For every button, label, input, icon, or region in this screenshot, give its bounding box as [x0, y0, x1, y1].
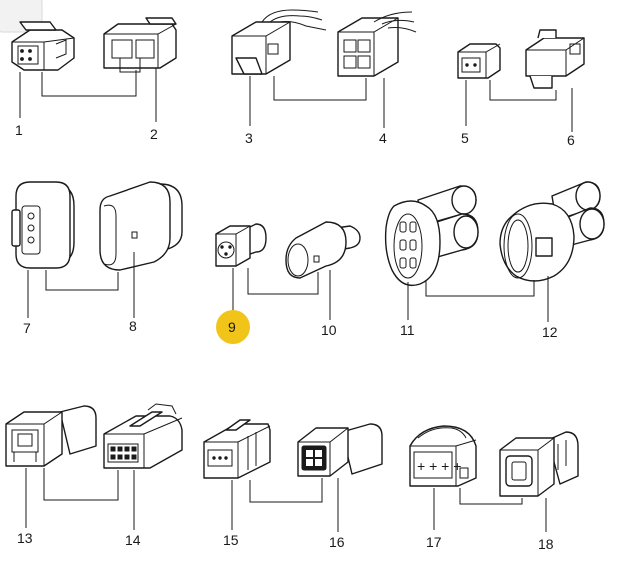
label-13: 13: [17, 530, 33, 546]
label-8: 8: [129, 318, 137, 334]
label-18: 18: [538, 536, 554, 552]
connector-part-4[interactable]: [337, 11, 417, 77]
connector-part-11[interactable]: [384, 185, 479, 287]
connector-part-3[interactable]: [231, 9, 327, 75]
label-6: 6: [567, 132, 575, 148]
highlight-circle: [216, 310, 250, 344]
connector-part-5[interactable]: [457, 43, 501, 79]
label-10: 10: [321, 322, 337, 338]
label-7: 7: [23, 320, 31, 336]
connector-part-12[interactable]: [499, 181, 605, 282]
connector-part-2[interactable]: [103, 17, 177, 73]
label-2: 2: [150, 126, 158, 142]
label-3: 3: [245, 130, 253, 146]
label-1: 1: [15, 122, 23, 138]
connector-part-6[interactable]: [525, 29, 585, 89]
label-14: 14: [125, 532, 141, 548]
label-15: 15: [223, 532, 239, 548]
connector-part-13[interactable]: [5, 405, 97, 467]
connector-part-1[interactable]: [11, 21, 75, 71]
connector-part-9[interactable]: [215, 223, 267, 267]
label-12: 12: [542, 324, 558, 340]
label-16: 16: [329, 534, 345, 550]
connector-part-10[interactable]: [285, 221, 361, 279]
leader-lines: [19, 68, 573, 532]
connector-part-14[interactable]: [103, 403, 183, 469]
connector-part-8[interactable]: [99, 181, 183, 271]
svg-text:+ + + +: + + + +: [417, 458, 461, 474]
connector-part-16[interactable]: [297, 423, 383, 477]
label-5: 5: [461, 130, 469, 146]
connector-part-18[interactable]: [499, 431, 579, 497]
connector-part-17[interactable]: + + + +: [409, 425, 477, 487]
label-9: 9: [228, 319, 236, 335]
label-17: 17: [426, 534, 442, 550]
connector-part-15[interactable]: [203, 419, 271, 479]
label-4: 4: [379, 130, 387, 146]
connector-part-7[interactable]: [11, 181, 75, 269]
part-labels: 1 2 3 4 5 6 7 8 9 10 11 12 13 14 15 16 1…: [15, 122, 575, 552]
label-11: 11: [400, 322, 415, 338]
